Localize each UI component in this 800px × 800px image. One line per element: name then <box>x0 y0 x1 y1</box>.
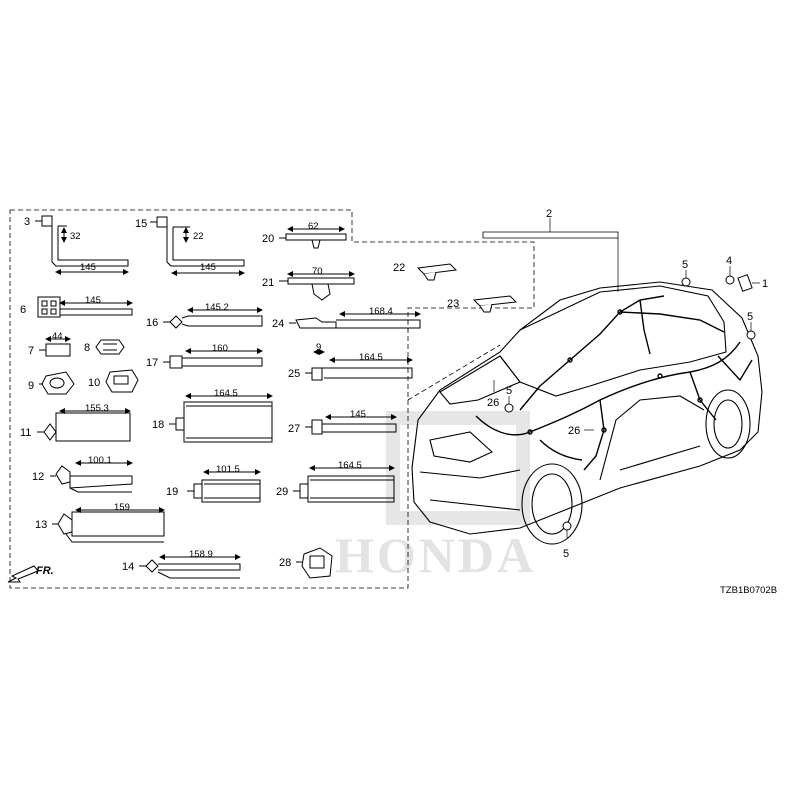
dim-15-height: 22 <box>193 231 204 242</box>
callout-24: 24 <box>272 318 284 330</box>
callout-10: 10 <box>88 377 100 389</box>
dim-29-length: 164.5 <box>338 460 362 471</box>
callout-25: 25 <box>288 368 300 380</box>
dim-3-height: 32 <box>70 231 81 242</box>
dim-13-length: 159 <box>114 502 130 513</box>
callout-26-front: 26 <box>487 397 499 409</box>
part-27-clip <box>305 414 397 435</box>
dim-25-offset: 9 <box>316 342 321 353</box>
callout-18: 18 <box>152 419 164 431</box>
honda-watermark: HONDA <box>335 411 536 583</box>
part-2-harness <box>475 295 753 471</box>
leader-lines <box>493 218 760 538</box>
callout-9: 9 <box>28 380 34 392</box>
part-15-clip <box>150 216 245 276</box>
part-11-band <box>37 408 131 442</box>
callout-26-mid: 26 <box>568 425 580 437</box>
callout-3: 3 <box>24 216 30 228</box>
callout-29: 29 <box>276 486 288 498</box>
callout-13: 13 <box>35 519 47 531</box>
part-3-clip <box>35 215 129 275</box>
part-23-clip <box>472 295 518 313</box>
callout-17: 17 <box>146 357 158 369</box>
part-21-clip <box>279 271 355 301</box>
callout-4: 4 <box>726 255 732 267</box>
dim-14-length: 158.9 <box>189 549 213 560</box>
front-direction-arrow: FR. <box>7 565 54 583</box>
dim-21-length: 70 <box>312 266 323 277</box>
watermark-text: HONDA <box>335 527 536 583</box>
dim-17-length: 160 <box>212 343 228 354</box>
part-1-sensor <box>737 274 753 292</box>
callout-12: 12 <box>32 471 44 483</box>
frame-link <box>407 344 501 401</box>
callout-7: 7 <box>28 345 34 357</box>
part-16-clip <box>163 307 263 329</box>
callout-8: 8 <box>84 342 90 354</box>
callout-labels: 3 15 6 7 8 9 10 11 12 13 14 16 17 18 19 … <box>20 208 768 573</box>
callout-5-roof: 5 <box>682 259 688 271</box>
dim-15-length: 145 <box>200 262 216 273</box>
dimension-labels: 32 145 22 145 145 44 155.3 100.1 159 158… <box>52 221 393 560</box>
dim-25-length: 164.5 <box>359 352 383 363</box>
dim-12-length: 100.1 <box>88 455 112 466</box>
part-19-band <box>187 469 261 503</box>
part-13-band <box>52 507 165 543</box>
callout-5-rear: 5 <box>747 311 753 323</box>
harness-bracket <box>482 231 619 239</box>
part-8-clip <box>95 339 125 355</box>
part-9-clip <box>39 371 75 395</box>
parts-frame <box>9 209 535 589</box>
diagram-code: TZB1B0702B <box>720 585 777 596</box>
part-25-clip <box>305 349 413 381</box>
callout-19: 19 <box>166 486 178 498</box>
part-6-clip <box>37 296 133 318</box>
part-22-clip <box>416 263 458 281</box>
callout-20: 20 <box>262 233 274 245</box>
front-direction-label: FR. <box>36 565 54 577</box>
callout-16: 16 <box>146 317 158 329</box>
callout-28: 28 <box>279 557 291 569</box>
part-28-clip <box>296 547 333 579</box>
part-4-nut <box>725 275 735 285</box>
callout-5-lower: 5 <box>563 548 569 560</box>
callout-22: 22 <box>393 262 405 274</box>
callout-6: 6 <box>20 304 26 316</box>
dim-6-length: 145 <box>85 295 101 306</box>
car-body <box>411 281 763 545</box>
callout-27: 27 <box>288 423 300 435</box>
callout-11: 11 <box>20 427 31 439</box>
part-29-band <box>293 465 395 503</box>
dim-24-length: 168.4 <box>369 306 393 317</box>
part-7-clip <box>39 336 71 357</box>
callout-21: 21 <box>262 277 274 289</box>
callout-15: 15 <box>135 218 147 230</box>
dim-19-length: 101.5 <box>216 464 240 475</box>
dim-11-length: 155.3 <box>85 403 109 414</box>
part-10-clip <box>105 369 139 393</box>
part-5-bolt <box>504 277 756 531</box>
callout-2: 2 <box>546 208 552 220</box>
callout-5-front: 5 <box>506 385 512 397</box>
dim-16-length: 145.2 <box>205 302 229 313</box>
part-20-clip <box>279 226 347 249</box>
dim-3-length: 145 <box>80 262 96 273</box>
dim-20-length: 62 <box>308 221 319 232</box>
part-12-band <box>50 460 133 493</box>
callout-23: 23 <box>447 298 459 310</box>
dim-7-length: 44 <box>52 331 63 342</box>
callout-1: 1 <box>762 278 768 290</box>
part-17-clip <box>163 348 263 369</box>
part-14-band <box>139 554 241 579</box>
dim-18-length: 164.5 <box>214 388 238 399</box>
callout-14: 14 <box>122 561 134 573</box>
part-24-clip <box>289 311 421 329</box>
part-18-band <box>169 393 273 443</box>
dim-27-length: 145 <box>350 409 366 420</box>
